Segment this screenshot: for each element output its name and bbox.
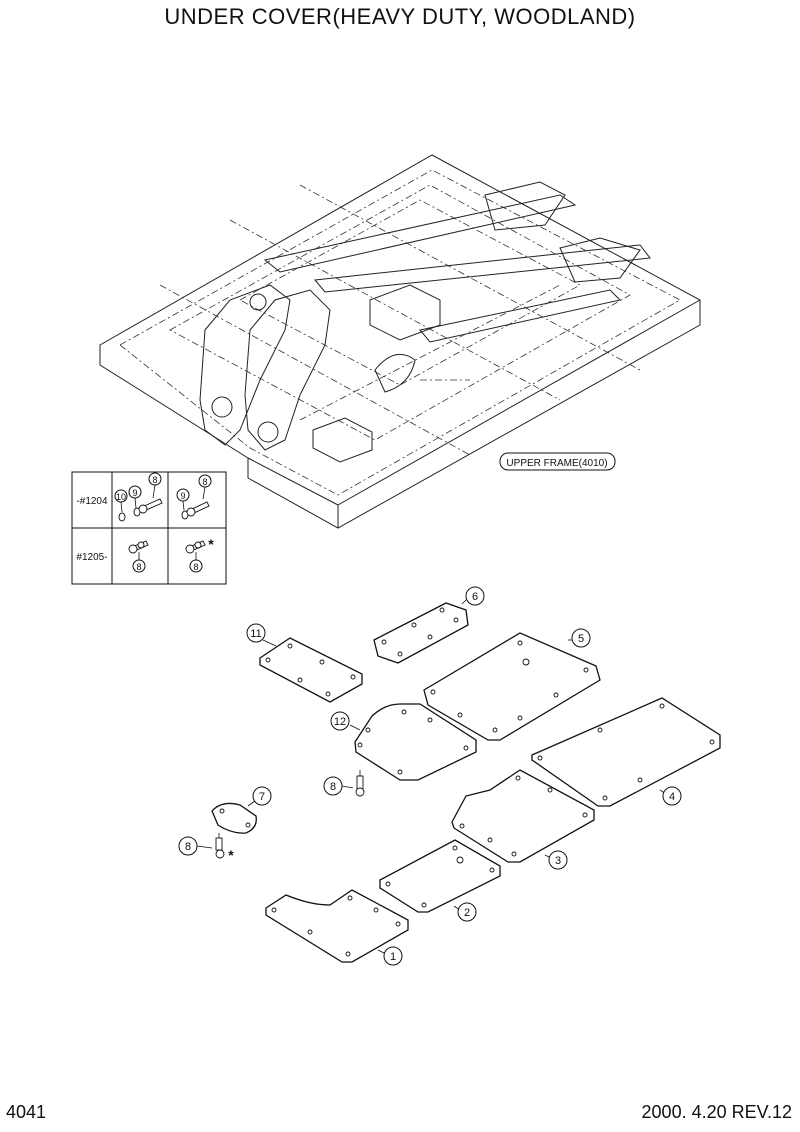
callout-1: 1 [390, 951, 396, 963]
table-callout-8d: 8 [193, 562, 198, 572]
page-title: UNDER COVER(HEAVY DUTY, WOODLAND) [164, 4, 636, 29]
serial-variant-table: -#1204 #1205- 10 9 8 9 8 8 [71, 471, 227, 585]
table-callout-8b: 8 [202, 477, 207, 487]
table-callout-9b: 9 [180, 491, 185, 501]
callout-2: 2 [464, 907, 470, 919]
callout-5: 5 [578, 633, 584, 645]
cover-plate-2 [379, 839, 501, 913]
callout-12: 12 [334, 716, 346, 728]
cover-plate-7 [211, 802, 257, 834]
callout-3: 3 [555, 855, 561, 867]
bolt-assembly-8b [215, 833, 225, 859]
washer-icon [118, 512, 126, 522]
cover-plate-11 [259, 637, 363, 703]
cover-plate-1 [265, 889, 409, 963]
frame-label-box [499, 452, 616, 471]
cover-plate-6 [373, 602, 469, 664]
callout-4: 4 [669, 791, 675, 803]
cover-plate-12 [354, 703, 477, 781]
table-callout-10: 10 [116, 492, 126, 502]
table-star-mark: * [208, 536, 214, 552]
frame-label: UPPER FRAME(4010) [506, 458, 607, 469]
callout-11: 11 [250, 628, 261, 640]
upper-frame-drawing [99, 154, 701, 529]
table-callout-8a: 8 [152, 475, 157, 485]
cover-plate-3 [451, 769, 595, 863]
callout-8b: 8 [185, 841, 191, 853]
table-callout-9a: 9 [132, 488, 137, 498]
callout-6: 6 [472, 591, 478, 603]
callout-8a: 8 [330, 781, 336, 793]
bolt-assembly-8a [355, 770, 365, 797]
cover-plate-5 [423, 632, 601, 741]
callout-7: 7 [259, 791, 265, 803]
page-number: 4041 [6, 1102, 47, 1122]
cover-plate-4 [531, 697, 721, 807]
star-mark: * [228, 847, 234, 863]
revision-date: 2000. 4.20 REV.12 [641, 1102, 792, 1122]
serial-range-before: -#1204 [76, 496, 108, 507]
table-callout-8c: 8 [136, 562, 141, 572]
serial-range-after: #1205- [76, 552, 107, 563]
